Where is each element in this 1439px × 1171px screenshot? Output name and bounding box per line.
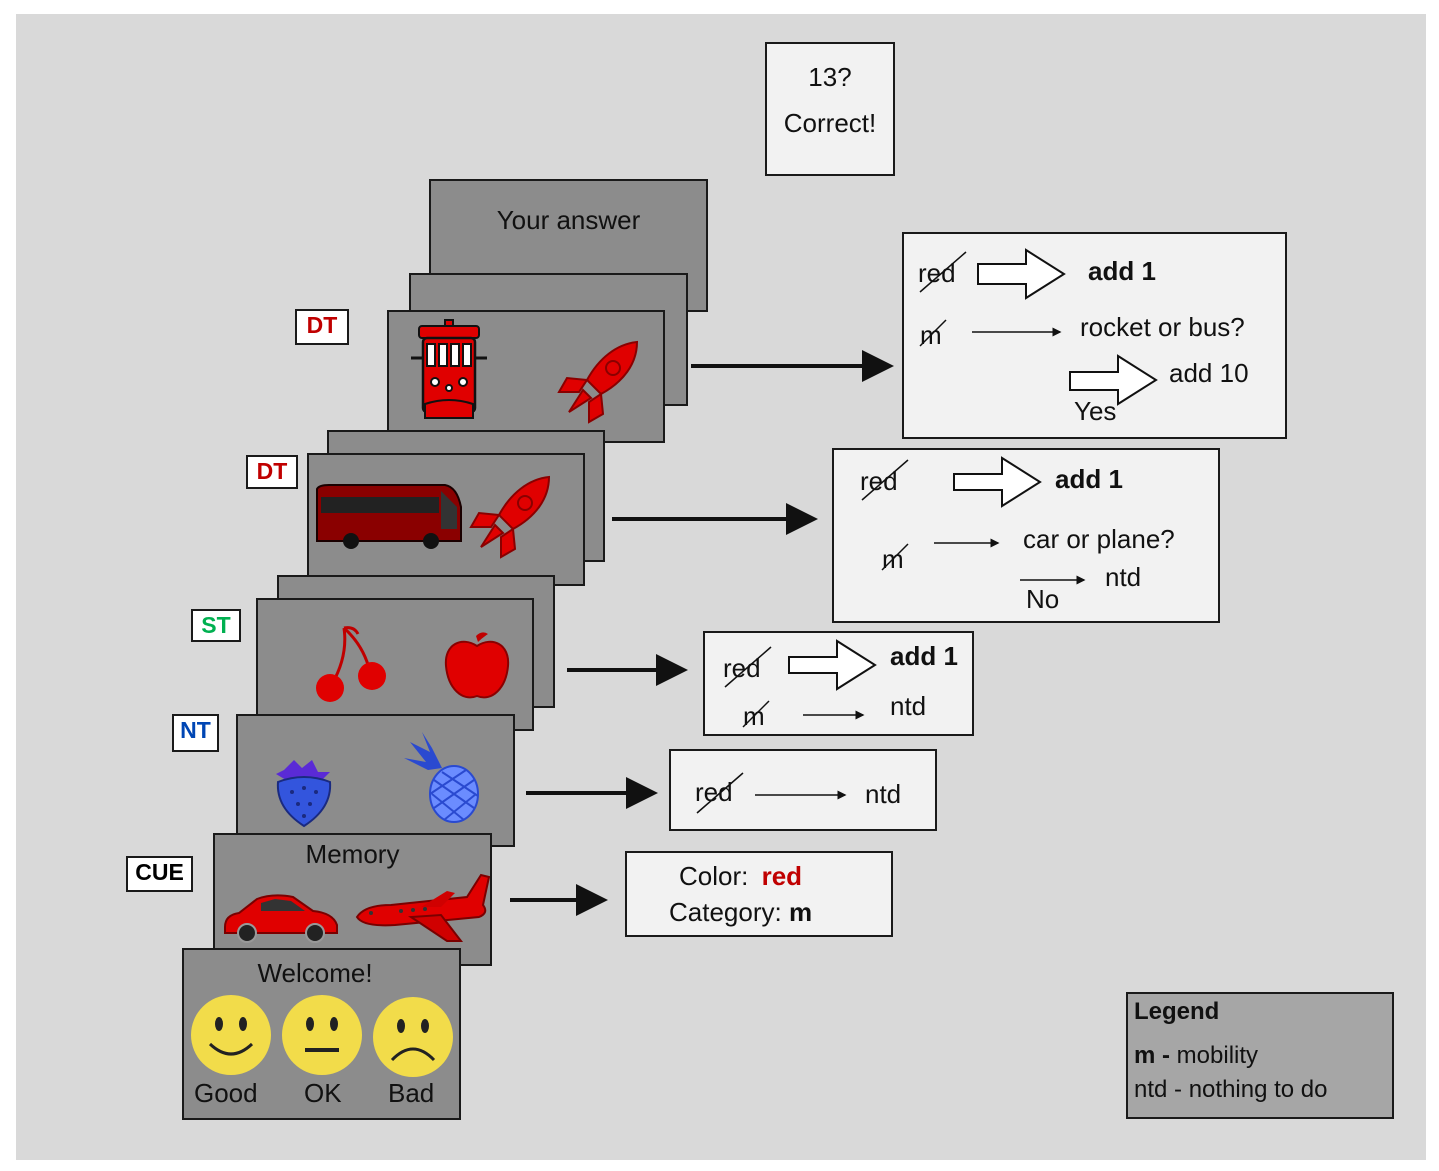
dt2-m-strike — [881, 543, 909, 571]
dt2-red-label: red — [860, 466, 898, 496]
rule-box-st: red add 1 m ntd — [703, 631, 974, 736]
rule-box-dt2: red add 1 m car or plane? ntd No — [832, 448, 1220, 623]
welcome-label-ok: OK — [304, 1078, 342, 1108]
legend-m-desc: mobility — [1176, 1042, 1259, 1069]
st-m-strike — [742, 700, 770, 728]
dt1-question: rocket or bus? — [1080, 312, 1245, 342]
feedback-box: 13? Correct! — [765, 42, 895, 176]
dt1-add10: add 10 — [1169, 358, 1249, 388]
dt2-red-strike — [861, 459, 909, 501]
st-block-arrow-add1 — [788, 639, 877, 691]
dt2-thin-arrow-question — [934, 538, 1000, 548]
dt2-thin-arrow-ntd — [1020, 575, 1086, 585]
legend-item-ntd: ntd - nothing to do — [1134, 1076, 1328, 1104]
tag-dt1: DT — [295, 309, 349, 345]
feedback-result: Correct! — [783, 108, 877, 138]
legend-title: Legend — [1134, 998, 1220, 1025]
tag-st: ST — [191, 609, 241, 642]
legend-ntd-desc: nothing to do — [1188, 1076, 1328, 1103]
cue-color-label: Color: — [679, 861, 749, 891]
dt1-red-label: red — [918, 258, 956, 288]
dt2-question: car or plane? — [1023, 524, 1175, 554]
feedback-number: 13? — [808, 62, 852, 92]
st-red-label: red — [723, 653, 761, 683]
rule-box-dt1: red add 1 m rocket or bus? add 10 Yes — [902, 232, 1287, 439]
rocket-icon — [469, 475, 551, 559]
cherries-icon — [316, 626, 386, 702]
dt1-yes: Yes — [1074, 396, 1117, 426]
tag-cue: CUE — [126, 856, 193, 892]
legend-box: Legend m - mobility ntd - nothing to do — [1126, 992, 1394, 1119]
cue-color-line: Color: red — [679, 861, 802, 892]
st-add1: add 1 — [890, 641, 958, 671]
nt-screen — [236, 714, 515, 847]
strawberry-icon — [276, 760, 332, 828]
cue-color-value: red — [761, 861, 803, 891]
dt1-m-strike — [919, 319, 947, 347]
nt-red-label: red — [695, 777, 733, 807]
answer-screen-text: Your answer — [496, 205, 641, 235]
dt1-block-arrow-add10 — [1069, 354, 1158, 406]
apple-icon — [444, 632, 510, 699]
rule-box-nt: red ntd — [669, 749, 937, 831]
cue-screen: Memory — [213, 833, 492, 966]
dt1-red-strike — [919, 251, 967, 293]
dt1-add1: add 1 — [1088, 256, 1156, 286]
nt-thin-arrow — [755, 790, 847, 800]
dt2-screen — [307, 453, 585, 586]
welcome-label-good: Good — [194, 1078, 258, 1108]
st-thin-arrow — [803, 710, 865, 720]
cue-category-value: m — [788, 897, 813, 927]
dt1-thin-arrow — [972, 327, 1062, 337]
dt2-ntd: ntd — [1105, 562, 1142, 592]
nt-ntd: ntd — [865, 779, 902, 809]
st-red-strike — [724, 646, 772, 688]
rocket-icon — [557, 340, 639, 424]
tag-nt: NT — [172, 714, 219, 752]
dt2-add1: add 1 — [1055, 464, 1123, 494]
car-icon — [224, 894, 338, 943]
smiley-good-icon — [191, 995, 271, 1075]
cue-category-label: Category: — [669, 897, 782, 927]
rule-box-cue: Color: red Category: m — [625, 851, 893, 937]
tram-icon — [411, 319, 487, 419]
dt2-no: No — [1026, 584, 1060, 614]
welcome-screen: Welcome! Good OK Bad — [182, 948, 461, 1120]
welcome-screen-title: Welcome! — [257, 958, 373, 988]
legend-item-m: m - mobility — [1134, 1042, 1258, 1070]
st-screen — [256, 598, 534, 731]
bus-icon — [316, 484, 462, 549]
plane-icon — [355, 873, 491, 942]
legend-ntd-key: ntd - — [1134, 1076, 1189, 1103]
cue-category-line: Category: m — [669, 897, 812, 928]
cue-screen-title: Memory — [305, 839, 400, 869]
tag-dt2: DT — [246, 455, 298, 489]
legend-m-key: m - — [1134, 1042, 1177, 1069]
welcome-label-bad: Bad — [388, 1078, 435, 1108]
dt1-block-arrow-add1 — [977, 248, 1066, 300]
smiley-ok-icon — [282, 995, 362, 1075]
nt-red-strike — [696, 772, 744, 814]
dt1-screen — [387, 310, 665, 443]
pineapple-icon — [404, 732, 479, 823]
smiley-bad-icon — [373, 997, 453, 1077]
dt2-block-arrow-add1 — [953, 456, 1042, 508]
st-ntd: ntd — [890, 691, 927, 721]
